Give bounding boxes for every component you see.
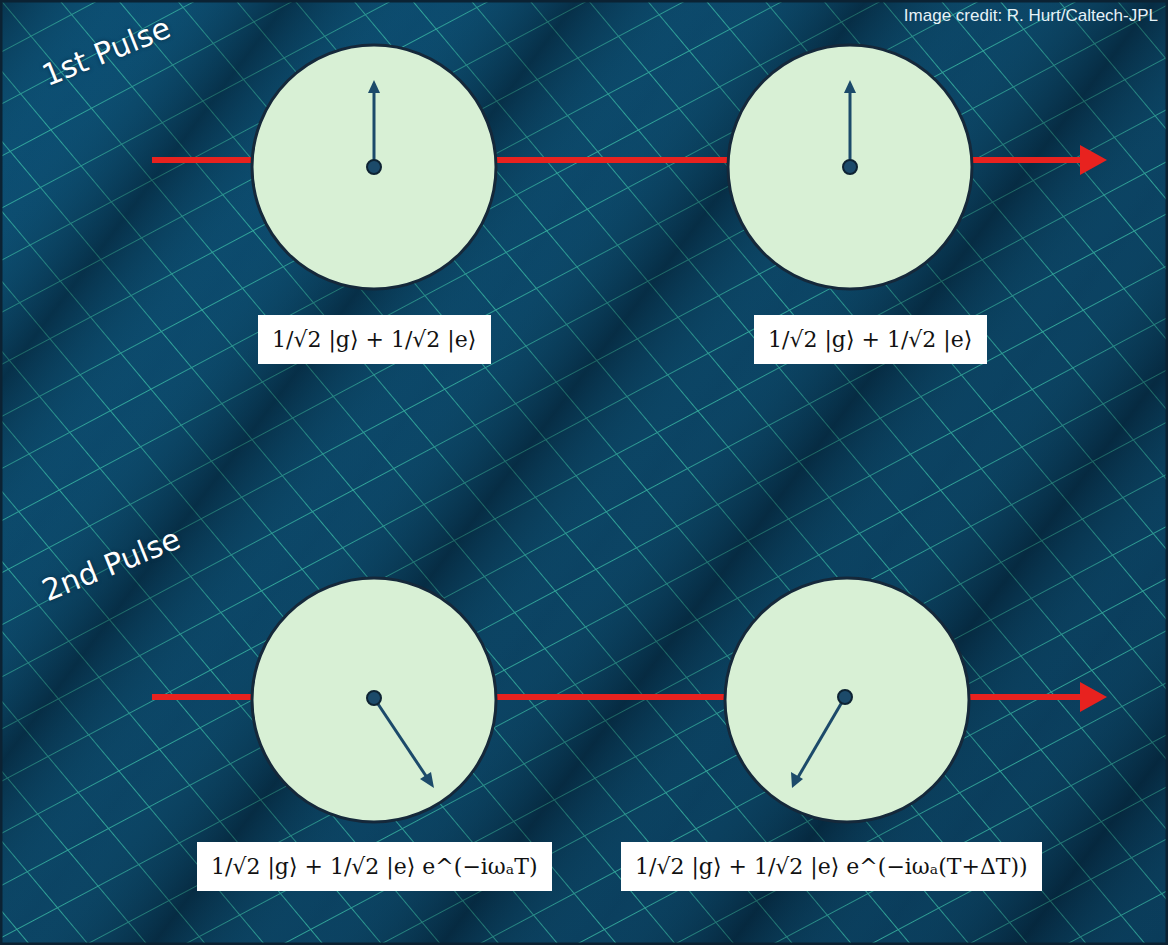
formula-box: 1/√2 |g⟩ + 1/√2 |e⟩ e^(−iωₐ(T+ΔT)) [621, 842, 1042, 891]
state-formula: 1/√2 |g⟩ + 1/√2 |e⟩ e^(−iωₐ(T+ΔT)) [635, 854, 1028, 879]
clock-hand [373, 88, 376, 167]
clock-circle [252, 578, 496, 822]
arrow-head [1080, 145, 1107, 175]
state-formula: 1/√2 |g⟩ + 1/√2 |e⟩ e^(−iωₐT) [211, 854, 538, 879]
clock-pivot [843, 160, 857, 174]
clock-pivot [838, 690, 852, 704]
state-formula: 1/√2 |g⟩ + 1/√2 |e⟩ [768, 327, 973, 352]
hand-tip [420, 772, 434, 788]
clock-pivot [367, 160, 381, 174]
hand-tip [368, 80, 380, 93]
image-credit: Image credit: R. Hurt/Caltech-JPL [904, 6, 1158, 26]
clock-hand [374, 698, 428, 779]
clock-hand [849, 88, 852, 167]
arrow-head [1080, 682, 1107, 712]
clock-hand [797, 697, 845, 779]
formula-box: 1/√2 |g⟩ + 1/√2 |e⟩ [258, 315, 491, 364]
clock-circle [728, 45, 972, 289]
clock-pivot [367, 691, 381, 705]
hand-tip [844, 80, 856, 93]
state-formula: 1/√2 |g⟩ + 1/√2 |e⟩ [272, 327, 477, 352]
hand-tip [791, 772, 803, 788]
clock-circle [252, 45, 496, 289]
clock-circle [725, 578, 969, 822]
formula-box: 1/√2 |g⟩ + 1/√2 |e⟩ e^(−iωₐT) [197, 842, 552, 891]
formula-box: 1/√2 |g⟩ + 1/√2 |e⟩ [754, 315, 987, 364]
